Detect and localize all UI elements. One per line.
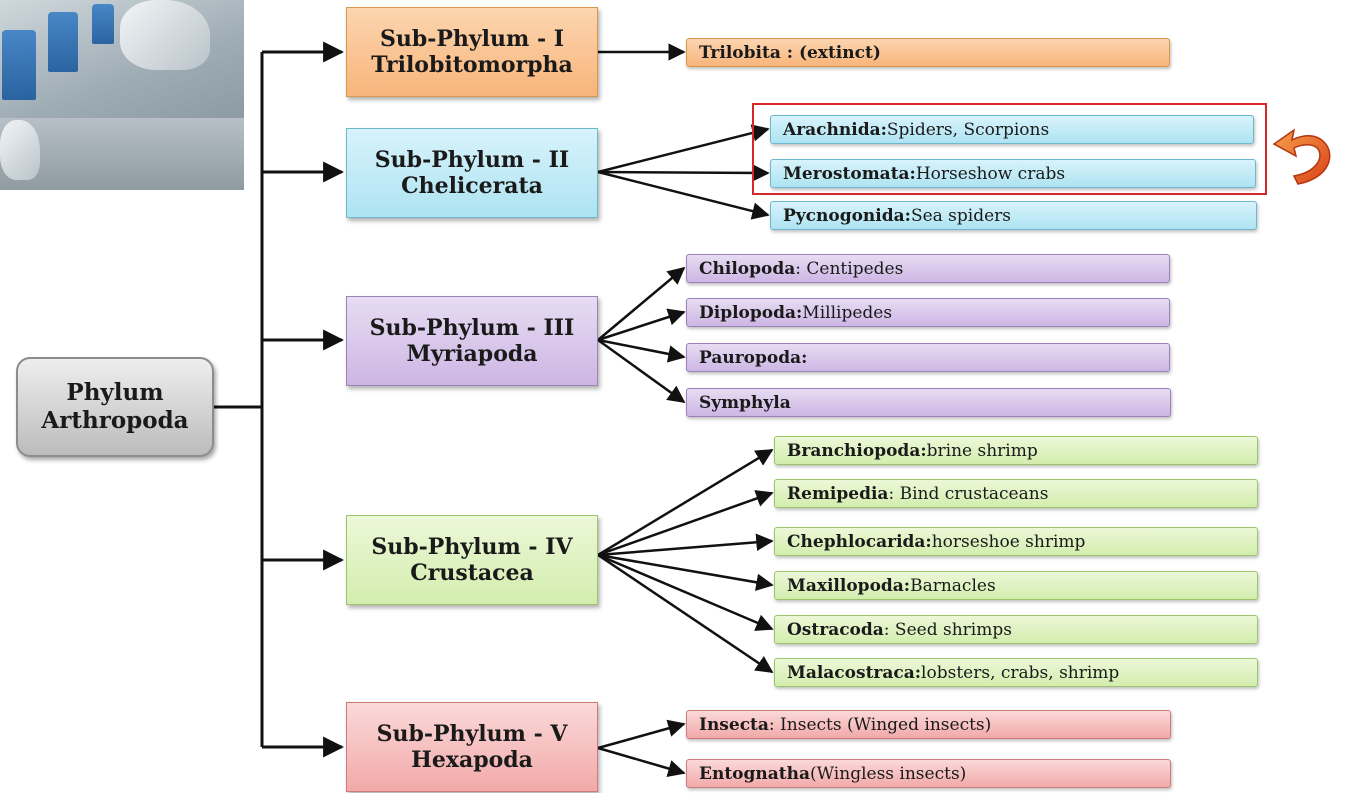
subphylum-title: Sub-Phylum - I (379, 25, 565, 52)
class-trilobita: Trilobita : (extinct) (686, 38, 1170, 67)
class-name: Pycnogonida: (783, 205, 911, 226)
subphylum-name: Trilobitomorpha (371, 52, 573, 78)
class-desc: Millipedes (802, 302, 893, 323)
class-name: Merostomata: (783, 163, 916, 184)
class-entognatha: Entognatha (Wingless insects) (686, 759, 1171, 788)
class-diplopoda: Diplopoda: Millipedes (686, 298, 1170, 327)
root-line2: Arthropoda (41, 407, 189, 434)
class-name: Entognatha (699, 763, 810, 784)
class-name: Branchiopoda: (787, 440, 927, 461)
class-malacostraca: Malacostraca: lobsters, crabs, shrimp (774, 658, 1258, 687)
class-desc: : Centipedes (795, 258, 904, 279)
subphylum-chelicerata-node: Sub-Phylum - II Chelicerata (346, 128, 598, 218)
subphylum-name: Chelicerata (401, 173, 543, 199)
class-desc: : Insects (Winged insects) (768, 714, 992, 735)
class-name: Pauropoda: (699, 347, 808, 368)
subphylum-trilobitomorpha-node: Sub-Phylum - I Trilobitomorpha (346, 7, 598, 97)
class-insecta: Insecta : Insects (Winged insects) (686, 710, 1171, 739)
class-name: Ostracoda (787, 619, 884, 640)
class-chephlocarida: Chephlocarida: horseshoe shrimp (774, 527, 1258, 556)
subphylum-myriapoda-node: Sub-Phylum - III Myriapoda (346, 296, 598, 386)
class-desc: : Bind crustaceans (888, 483, 1049, 504)
class-desc: Barnacles (910, 575, 996, 596)
class-name: Chilopoda (699, 258, 796, 279)
subphylum-crustacea-node: Sub-Phylum - IV Crustacea (346, 515, 598, 605)
class-name: Maxillopoda: (787, 575, 911, 596)
highlight-box (752, 103, 1267, 195)
class-merostomata: Merostomata: Horseshow crabs (770, 159, 1256, 188)
class-name: Insecta (699, 714, 769, 735)
class-desc: horseshoe shrimp (931, 531, 1086, 552)
subphylum-name: Hexapoda (411, 747, 533, 773)
class-name: Chephlocarida: (787, 531, 932, 552)
class-desc: Sea spiders (910, 205, 1012, 226)
lab-photo (0, 0, 244, 190)
class-desc: Horseshow crabs (915, 163, 1066, 184)
subphylum-title: Sub-Phylum - III (369, 314, 575, 341)
root-line1: Phylum (66, 379, 164, 407)
class-name: Symphyla (699, 392, 791, 413)
class-name: Arachnida: (783, 119, 887, 140)
class-symphyla: Symphyla (686, 388, 1171, 417)
class-arachnida: Arachnida: Spiders, Scorpions (770, 115, 1254, 144)
class-remipedia: Remipedia : Bind crustaceans (774, 479, 1258, 508)
subphylum-hexapoda-node: Sub-Phylum - V Hexapoda (346, 702, 598, 792)
curved-arrow-icon (1272, 128, 1331, 185)
class-ostracoda: Ostracoda : Seed shrimps (774, 615, 1258, 644)
class-name: Malacostraca: (787, 662, 922, 683)
class-chilopoda: Chilopoda : Centipedes (686, 254, 1170, 283)
class-desc: lobsters, crabs, shrimp (921, 662, 1120, 683)
class-name: Remipedia (787, 483, 889, 504)
class-name: Trilobita : (extinct) (699, 42, 881, 63)
class-pauropoda: Pauropoda: (686, 343, 1170, 372)
subphylum-title: Sub-Phylum - V (376, 720, 568, 747)
subphylum-name: Crustacea (410, 560, 534, 586)
class-desc: Spiders, Scorpions (886, 119, 1050, 140)
subphylum-title: Sub-Phylum - IV (371, 533, 573, 560)
subphylum-title: Sub-Phylum - II (374, 146, 570, 173)
subphylum-name: Myriapoda (406, 341, 538, 367)
class-name: Diplopoda: (699, 302, 803, 323)
class-pycnogonida: Pycnogonida: Sea spiders (770, 201, 1257, 230)
phylum-arthropoda-node: Phylum Arthropoda (16, 357, 214, 457)
class-desc: (Wingless insects) (810, 763, 967, 784)
class-desc: brine shrimp (926, 440, 1038, 461)
class-desc: : Seed shrimps (883, 619, 1012, 640)
class-maxillopoda: Maxillopoda: Barnacles (774, 571, 1258, 600)
class-branchiopoda: Branchiopoda: brine shrimp (774, 436, 1258, 465)
